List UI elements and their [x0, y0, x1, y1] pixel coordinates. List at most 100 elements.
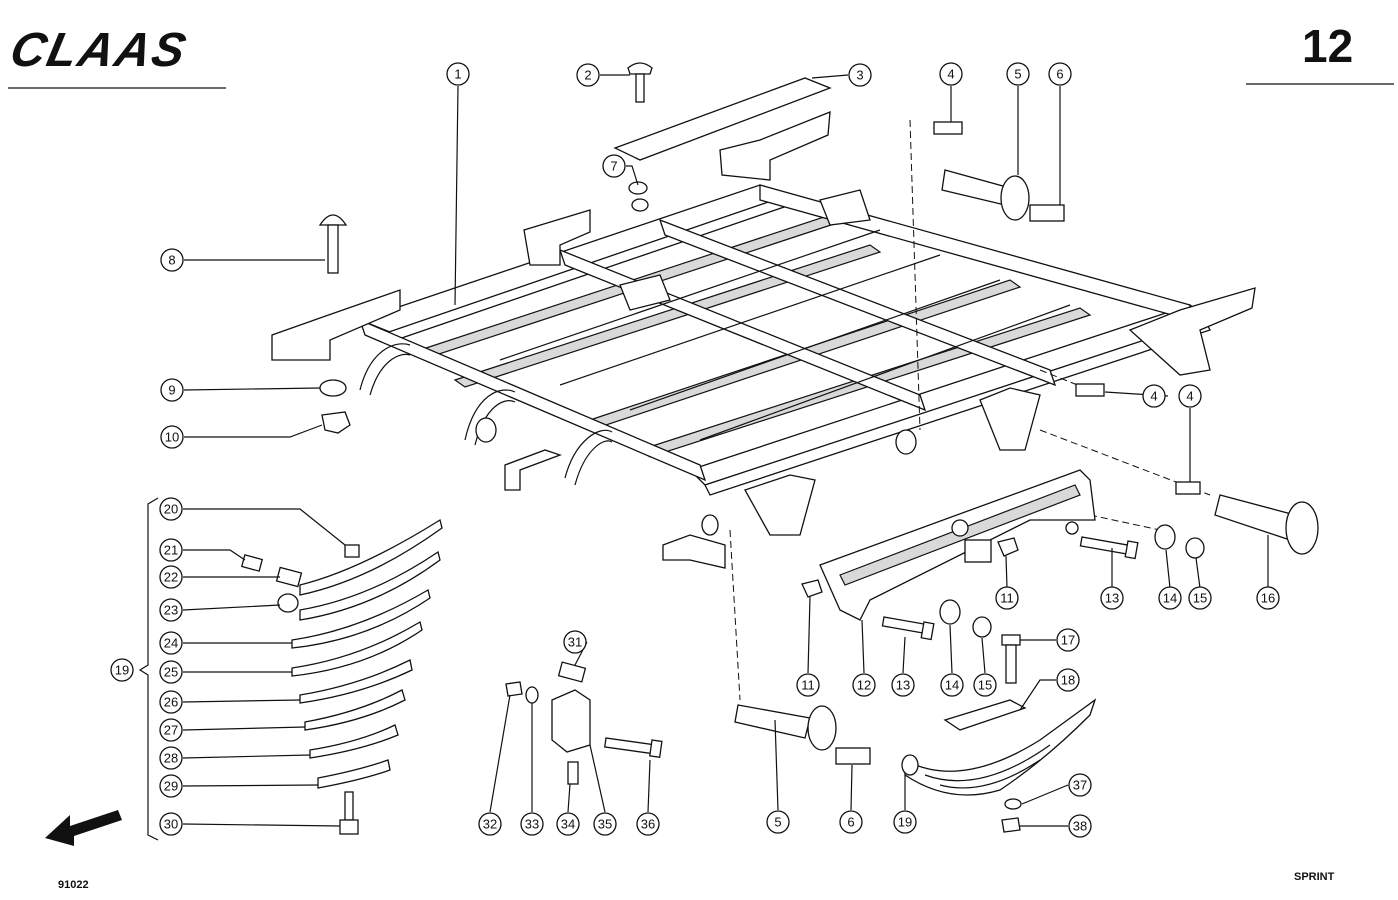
brace-19	[138, 497, 159, 841]
callout-11b: 11	[995, 586, 1019, 610]
brand-logo-text: CLAAS	[6, 23, 193, 76]
svg-text:22: 22	[164, 570, 178, 585]
svg-text:18: 18	[1061, 673, 1075, 688]
part-bolt-2	[627, 62, 653, 103]
part-nut-10	[321, 411, 351, 434]
part-nut-7	[628, 181, 649, 212]
callout-14a: 14	[1158, 586, 1182, 610]
callout-24: 24	[159, 631, 183, 655]
callout-5b: 5	[766, 810, 790, 834]
callout-10: 10	[160, 425, 184, 449]
part-nipple-4a	[933, 121, 963, 135]
svg-text:13: 13	[1105, 591, 1119, 606]
callout-12: 12	[852, 673, 876, 697]
svg-text:17: 17	[1061, 633, 1075, 648]
callout-38: 38	[1068, 814, 1092, 838]
callout-9: 9	[160, 378, 184, 402]
svg-text:20: 20	[164, 502, 178, 517]
svg-text:4: 4	[947, 67, 954, 82]
callout-29: 29	[159, 774, 183, 798]
part-pin-5a	[941, 169, 1030, 221]
svg-text:2: 2	[584, 68, 591, 83]
svg-text:38: 38	[1073, 819, 1087, 834]
callout-13a: 13	[1100, 586, 1124, 610]
part-sleeve-15a	[1185, 537, 1205, 559]
svg-text:9: 9	[168, 383, 175, 398]
svg-text:6: 6	[847, 815, 854, 830]
callout-28: 28	[159, 746, 183, 770]
callout-20: 20	[159, 497, 183, 521]
svg-text:19: 19	[115, 663, 129, 678]
part-nut-38	[1001, 817, 1021, 833]
svg-text:8: 8	[168, 253, 175, 268]
callout-37: 37	[1068, 773, 1092, 797]
part-nut-11b	[997, 537, 1019, 557]
svg-text:13: 13	[896, 678, 910, 693]
callout-6a: 6	[1048, 62, 1072, 86]
svg-text:30: 30	[164, 817, 178, 832]
svg-text:34: 34	[561, 817, 575, 832]
svg-text:29: 29	[164, 779, 178, 794]
part-pin-16	[1214, 494, 1319, 555]
callout-2: 2	[576, 63, 600, 87]
callout-18: 18	[1056, 668, 1080, 692]
callout-7: 7	[602, 154, 626, 178]
svg-text:21: 21	[164, 543, 178, 558]
svg-text:6: 6	[1056, 67, 1063, 82]
svg-text:28: 28	[164, 751, 178, 766]
callout-27: 27	[159, 718, 183, 742]
part-nipple-6b	[835, 747, 871, 765]
part-nut-11a	[801, 579, 823, 598]
svg-text:11: 11	[801, 678, 815, 693]
svg-text:24: 24	[164, 636, 178, 651]
part-nipple-4b	[1075, 383, 1105, 397]
callout-35: 35	[593, 812, 617, 836]
svg-text:14: 14	[945, 678, 959, 693]
part-sleeve-15b	[972, 616, 992, 638]
leader-lines	[182, 74, 1269, 827]
drawing-code: 91022	[58, 879, 89, 891]
part-washer-9	[319, 379, 347, 397]
callout-36: 36	[636, 812, 660, 836]
callout-15b: 15	[973, 673, 997, 697]
svg-text:14: 14	[1163, 591, 1177, 606]
part-bush-22	[275, 566, 303, 588]
svg-text:23: 23	[164, 603, 178, 618]
callout-4c-label: 4	[1178, 384, 1202, 408]
svg-text:31: 31	[568, 635, 582, 650]
callout-1: 1	[446, 62, 470, 86]
part-spring-19	[901, 698, 1097, 796]
svg-text:15: 15	[978, 678, 992, 693]
callout-25: 25	[159, 660, 183, 684]
part-bolt-head-30	[339, 819, 359, 835]
svg-text:4: 4	[1186, 389, 1193, 404]
callout-11a: 11	[796, 673, 820, 697]
part-nipple-4c	[1175, 481, 1201, 495]
callout-6b: 6	[839, 810, 863, 834]
svg-text:25: 25	[164, 665, 178, 680]
callout-31: 31	[563, 630, 587, 654]
part-bolt-13b	[881, 616, 935, 641]
page-number: 12	[1302, 20, 1353, 72]
callout-33: 33	[520, 812, 544, 836]
callout-19b: 19	[110, 658, 134, 682]
svg-text:4: 4	[1150, 389, 1157, 404]
part-bush-21	[240, 554, 264, 572]
svg-text:5: 5	[1014, 67, 1021, 82]
part-bolt-30	[344, 791, 354, 821]
callout-19a: 19	[893, 810, 917, 834]
part-pin-5b	[734, 704, 837, 751]
arrow-icon	[45, 810, 122, 846]
svg-text:19: 19	[898, 815, 912, 830]
callout-30: 30	[159, 812, 183, 836]
part-spring-leaves	[240, 518, 443, 835]
part-bolt-17	[1001, 634, 1021, 684]
callout-23: 23	[159, 598, 183, 622]
part-plate-18	[943, 699, 1027, 731]
svg-text:33: 33	[525, 817, 539, 832]
callout-21: 21	[159, 538, 183, 562]
callouts: 1 2 3 4 5 6 7 8 9 10 4 4 11 11 12 13 13 …	[110, 62, 1280, 838]
svg-text:3: 3	[856, 68, 863, 83]
svg-text:10: 10	[165, 430, 179, 445]
